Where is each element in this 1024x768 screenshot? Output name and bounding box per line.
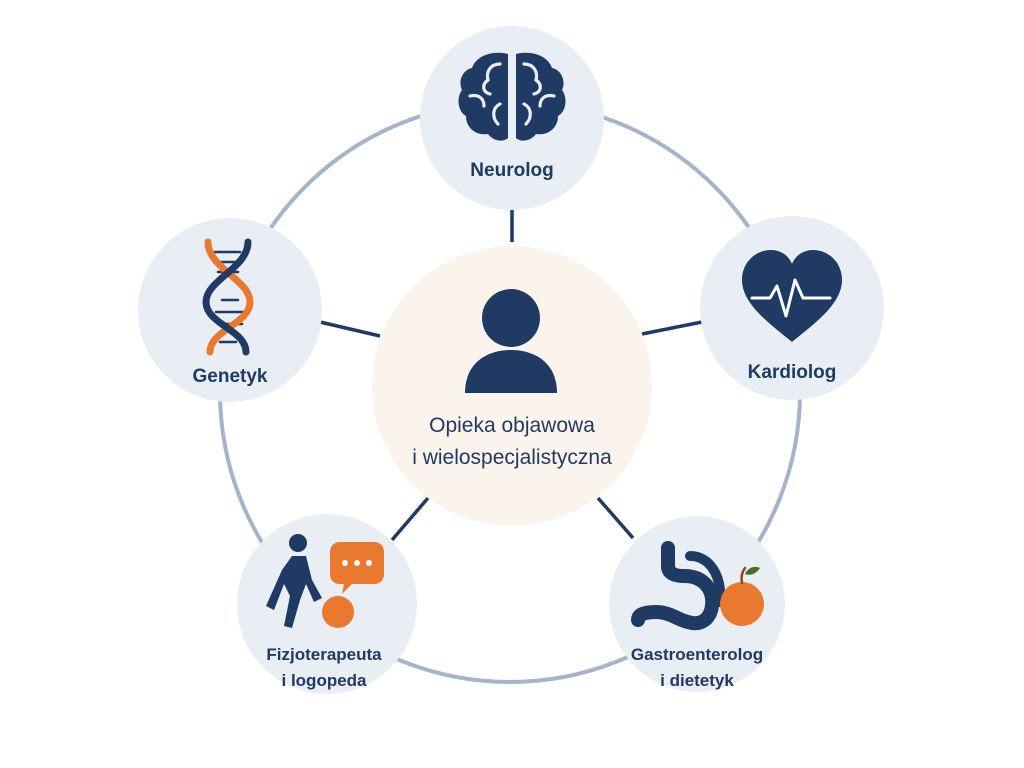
person-icon [465, 289, 557, 393]
node-genetyk: Genetyk [138, 218, 322, 402]
node-gastro-label-line2: i dietetyk [660, 671, 734, 690]
spokes [319, 210, 703, 542]
dna-icon [202, 238, 254, 356]
node-kardiolog: Kardiolog [700, 216, 884, 400]
node-fizjo-label-line1: Fizjoterapeuta [266, 645, 382, 664]
node-neurolog-label: Neurolog [470, 160, 553, 181]
node-fizjo-label-line2: i logopeda [282, 671, 368, 690]
node-gastro: Gastroenterolog i dietetyk [609, 516, 785, 692]
spoke-fizjo [390, 496, 430, 542]
center-node: Opieka objawowa i wielospecjalistyczna [372, 246, 652, 526]
node-genetyk-label: Genetyk [193, 366, 268, 387]
spoke-genetyk [319, 320, 381, 338]
node-fizjo: Fizjoterapeuta i logopeda [237, 514, 417, 694]
spoke-gastro [596, 496, 635, 540]
center-title-line1: Opieka objawowa [429, 414, 595, 437]
node-neurolog: Neurolog [420, 26, 604, 210]
heart-pulse-icon [742, 250, 842, 342]
walking-person-speech-icon [266, 534, 384, 628]
node-kardiolog-label: Kardiolog [748, 362, 837, 383]
node-genetyk-circle [138, 218, 322, 402]
center-title-line2: i wielospecjalistyczna [412, 446, 612, 469]
node-gastro-label-line1: Gastroenterolog [631, 645, 763, 664]
spoke-kardiolog [641, 320, 703, 336]
stomach-apple-icon [631, 541, 764, 631]
brain-icon [458, 52, 566, 141]
node-gastro-circle [609, 516, 785, 692]
node-neurolog-circle [420, 26, 604, 210]
